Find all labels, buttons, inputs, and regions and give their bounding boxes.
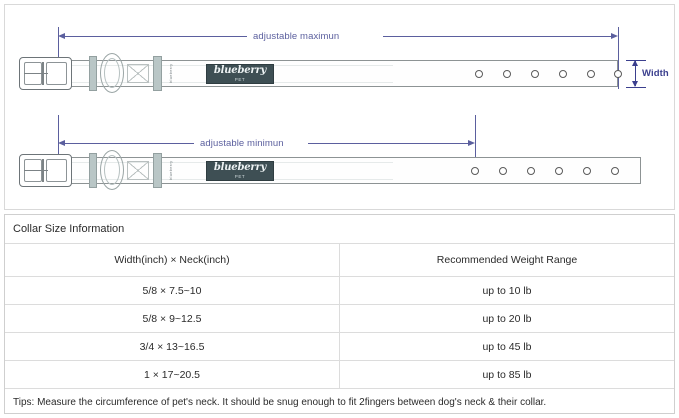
hole bbox=[614, 70, 622, 78]
min-right-extension-line bbox=[475, 115, 476, 177]
buckle-crossbar-top bbox=[24, 72, 48, 74]
brand-sub-bottom: PET bbox=[234, 174, 246, 179]
x-stitch-box-bottom bbox=[127, 161, 149, 180]
table-row: 5/8 × 9~12.5 up to 20 lb bbox=[5, 304, 674, 333]
max-arrow-left bbox=[58, 32, 65, 39]
table-title: Collar Size Information bbox=[13, 223, 125, 235]
min-dim-line-left bbox=[62, 143, 194, 144]
keeper-loop-2-bottom bbox=[153, 153, 162, 188]
cell-size: 3/4 × 13~16.5 bbox=[5, 332, 340, 361]
hole bbox=[527, 167, 535, 175]
buckle-tongue-bottom bbox=[42, 159, 44, 182]
cell-size: 5/8 × 7.5~10 bbox=[5, 276, 340, 305]
strap-vertical-brand-text-top: blueberry bbox=[168, 63, 173, 83]
max-right-extension-line bbox=[618, 27, 619, 89]
buckle-crossbar-bottom bbox=[24, 169, 48, 171]
buckle-opening-top bbox=[46, 62, 67, 85]
max-left-extension-line bbox=[58, 27, 59, 77]
brand-tag-top: blueberry PET bbox=[206, 64, 274, 84]
max-dim-line-left bbox=[62, 36, 247, 37]
table-header-row: Width(inch) × Neck(inch) Recommended Wei… bbox=[5, 243, 674, 277]
hole bbox=[587, 70, 595, 78]
cell-size: 5/8 × 9~12.5 bbox=[5, 304, 340, 333]
hole bbox=[555, 167, 563, 175]
header-size: Width(inch) × Neck(inch) bbox=[5, 243, 340, 277]
buckle-tongue-top bbox=[42, 62, 44, 85]
table-title-row: Collar Size Information bbox=[5, 215, 674, 244]
x-stitch-box-top bbox=[127, 64, 149, 83]
min-arrow-right bbox=[468, 139, 475, 146]
diagram-panel: adjustable maximun blueberry bbox=[4, 4, 675, 210]
width-dim-line bbox=[635, 61, 636, 86]
cell-weight: up to 20 lb bbox=[339, 304, 674, 333]
buckle-opening-bottom bbox=[46, 159, 67, 182]
width-arrow-up bbox=[631, 60, 638, 66]
width-arrow-down bbox=[631, 81, 638, 87]
cell-weight: up to 85 lb bbox=[339, 360, 674, 389]
strap-vertical-brand-text-bottom: blueberry bbox=[168, 160, 173, 180]
table-row: 1 × 17~20.5 up to 85 lb bbox=[5, 360, 674, 389]
d-ring-top bbox=[100, 53, 124, 93]
max-arrow-right bbox=[611, 32, 618, 39]
collar-size-table: Collar Size Information Width(inch) × Ne… bbox=[5, 215, 674, 416]
min-dim-line-right bbox=[308, 143, 472, 144]
hole bbox=[583, 167, 591, 175]
tips-text: Tips: Measure the circumference of pet's… bbox=[5, 388, 674, 416]
hole bbox=[499, 167, 507, 175]
hole bbox=[531, 70, 539, 78]
d-ring-inner-top bbox=[104, 58, 120, 88]
max-dim-line-right bbox=[383, 36, 615, 37]
d-ring-bottom bbox=[100, 150, 124, 190]
min-arrow-left bbox=[58, 139, 65, 146]
adjustable-maximum-label: adjustable maximun bbox=[253, 31, 340, 42]
collar-size-table-wrapper: Collar Size Information Width(inch) × Ne… bbox=[4, 214, 675, 416]
brand-name-bottom: blueberry bbox=[213, 162, 267, 173]
table-row: 3/4 × 13~16.5 up to 45 lb bbox=[5, 332, 674, 361]
keeper-loop-1-top bbox=[89, 56, 97, 91]
cell-weight: up to 10 lb bbox=[339, 276, 674, 305]
cell-weight: up to 45 lb bbox=[339, 332, 674, 361]
hole bbox=[559, 70, 567, 78]
brand-sub-top: PET bbox=[234, 77, 246, 82]
hole bbox=[475, 70, 483, 78]
brand-name-top: blueberry bbox=[213, 65, 267, 76]
hole bbox=[471, 167, 479, 175]
header-weight: Recommended Weight Range bbox=[339, 243, 674, 277]
adjustable-minimum-label: adjustable minimun bbox=[200, 138, 284, 149]
brand-tag-bottom: blueberry PET bbox=[206, 161, 274, 181]
cell-size: 1 × 17~20.5 bbox=[5, 360, 340, 389]
keeper-loop-1-bottom bbox=[89, 153, 97, 188]
hole bbox=[611, 167, 619, 175]
keeper-loop-2-top bbox=[153, 56, 162, 91]
width-label: Width bbox=[642, 68, 669, 79]
hole bbox=[503, 70, 511, 78]
table-tips-row: Tips: Measure the circumference of pet's… bbox=[5, 388, 674, 416]
d-ring-inner-bottom bbox=[104, 155, 120, 185]
table-row: 5/8 × 7.5~10 up to 10 lb bbox=[5, 276, 674, 305]
width-ext-line-bottom bbox=[626, 87, 646, 88]
